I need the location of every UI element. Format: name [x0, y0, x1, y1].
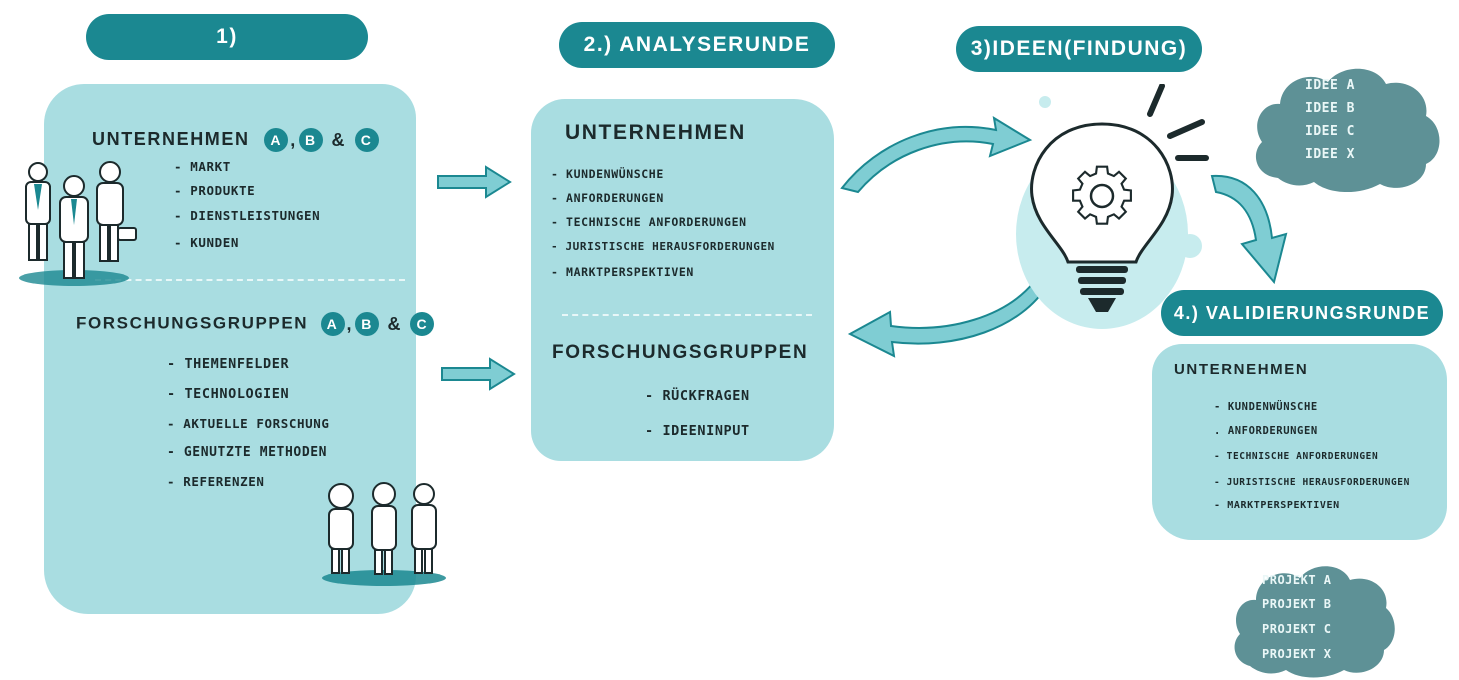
- divider: [562, 314, 812, 316]
- list-item: - TECHNOLOGIEN: [167, 386, 290, 402]
- project-item: PROJEKT C: [1262, 622, 1332, 636]
- idea-item: IDEE B: [1305, 101, 1355, 116]
- arrow-right-icon: [437, 165, 512, 199]
- arrow-right-icon: [441, 357, 516, 391]
- list-item: - DIENSTLEISTUNGEN: [174, 208, 321, 223]
- idea-item: IDEE A: [1305, 78, 1355, 93]
- list-item: . ANFORDERUNGEN: [1214, 425, 1318, 437]
- list-item: - RÜCKFRAGEN: [645, 388, 750, 404]
- researchers-group-icon: [322, 482, 446, 586]
- project-item: PROJEKT X: [1262, 647, 1332, 661]
- stage3-title: 3)IDEEN(FINDUNG): [956, 26, 1202, 72]
- badge-a: A: [320, 312, 345, 336]
- list-item: - PRODUKTE: [174, 183, 256, 198]
- list-item: - GENUTZTE METHODEN: [167, 445, 328, 460]
- lightbulb-icon: [1016, 84, 1209, 329]
- badge-a: A: [264, 128, 289, 152]
- stage4-companies-heading: UNTERNEHMEN: [1174, 361, 1309, 378]
- stage2-research-heading: FORSCHUNGSGRUPPEN: [552, 342, 809, 363]
- projects-cloud: [1234, 566, 1395, 678]
- list-item: - KUNDEN: [174, 235, 240, 250]
- stage2-companies-heading: UNTERNEHMEN: [565, 121, 746, 144]
- divider: [95, 279, 405, 281]
- list-item: - THEMENFELDER: [167, 356, 290, 372]
- list-item: - MARKTPERSPEKTIVEN: [551, 265, 694, 279]
- badge-c: C: [354, 128, 379, 152]
- list-item: - JURISTISCHE HERAUSFORDERUNGEN: [1214, 477, 1410, 488]
- list-item: - MARKT: [174, 159, 231, 174]
- badge-c: C: [410, 312, 435, 336]
- list-item: - ANFORDERUNGEN: [551, 191, 664, 205]
- ideas-cloud: [1255, 68, 1440, 193]
- arrow-curved-icon: [840, 116, 1033, 194]
- list-item: - KUNDENWÜNSCHE: [551, 167, 664, 181]
- stage2-title: 2.) ANALYSERUNDE: [559, 22, 835, 68]
- list-item: - JURISTISCHE HERAUSFORDERUNGEN: [551, 240, 775, 253]
- badge-b: B: [298, 128, 323, 152]
- project-item: PROJEKT A: [1262, 573, 1332, 587]
- gear-icon: [1072, 165, 1132, 225]
- list-item: - TECHNISCHE ANFORDERUNGEN: [551, 215, 747, 229]
- stage1-research-heading: FORSCHUNGSGRUPPEN A,B & C: [76, 312, 435, 336]
- list-item: - MARKTPERSPEKTIVEN: [1214, 500, 1340, 511]
- idea-item: IDEE C: [1305, 124, 1355, 139]
- stage1-title: 1) VORSTELLUNGSRUNDE: [86, 14, 368, 94]
- list-item: - AKTUELLE FORSCHUNG: [167, 416, 330, 431]
- stage4-panel: [1152, 344, 1447, 540]
- list-item: - IDEENINPUT: [645, 423, 750, 439]
- stage1-companies-heading: UNTERNEHMEN A,B & C: [92, 128, 379, 152]
- list-item: - TECHNISCHE ANFORDERUNGEN: [1214, 451, 1379, 462]
- arrow-curved-icon: [1210, 174, 1288, 285]
- list-item: - KUNDENWÜNSCHE: [1214, 401, 1318, 413]
- people-group-icon: [19, 161, 137, 286]
- stage4-title: 4.) VALIDIERUNGSRUNDE: [1161, 290, 1443, 336]
- badge-b: B: [355, 312, 380, 336]
- arrow-curved-icon: [847, 280, 1050, 358]
- idea-item: IDEE X: [1305, 147, 1355, 162]
- stage2-panel: [531, 99, 834, 461]
- project-item: PROJEKT B: [1262, 597, 1332, 611]
- list-item: - REFERENZEN: [167, 474, 265, 489]
